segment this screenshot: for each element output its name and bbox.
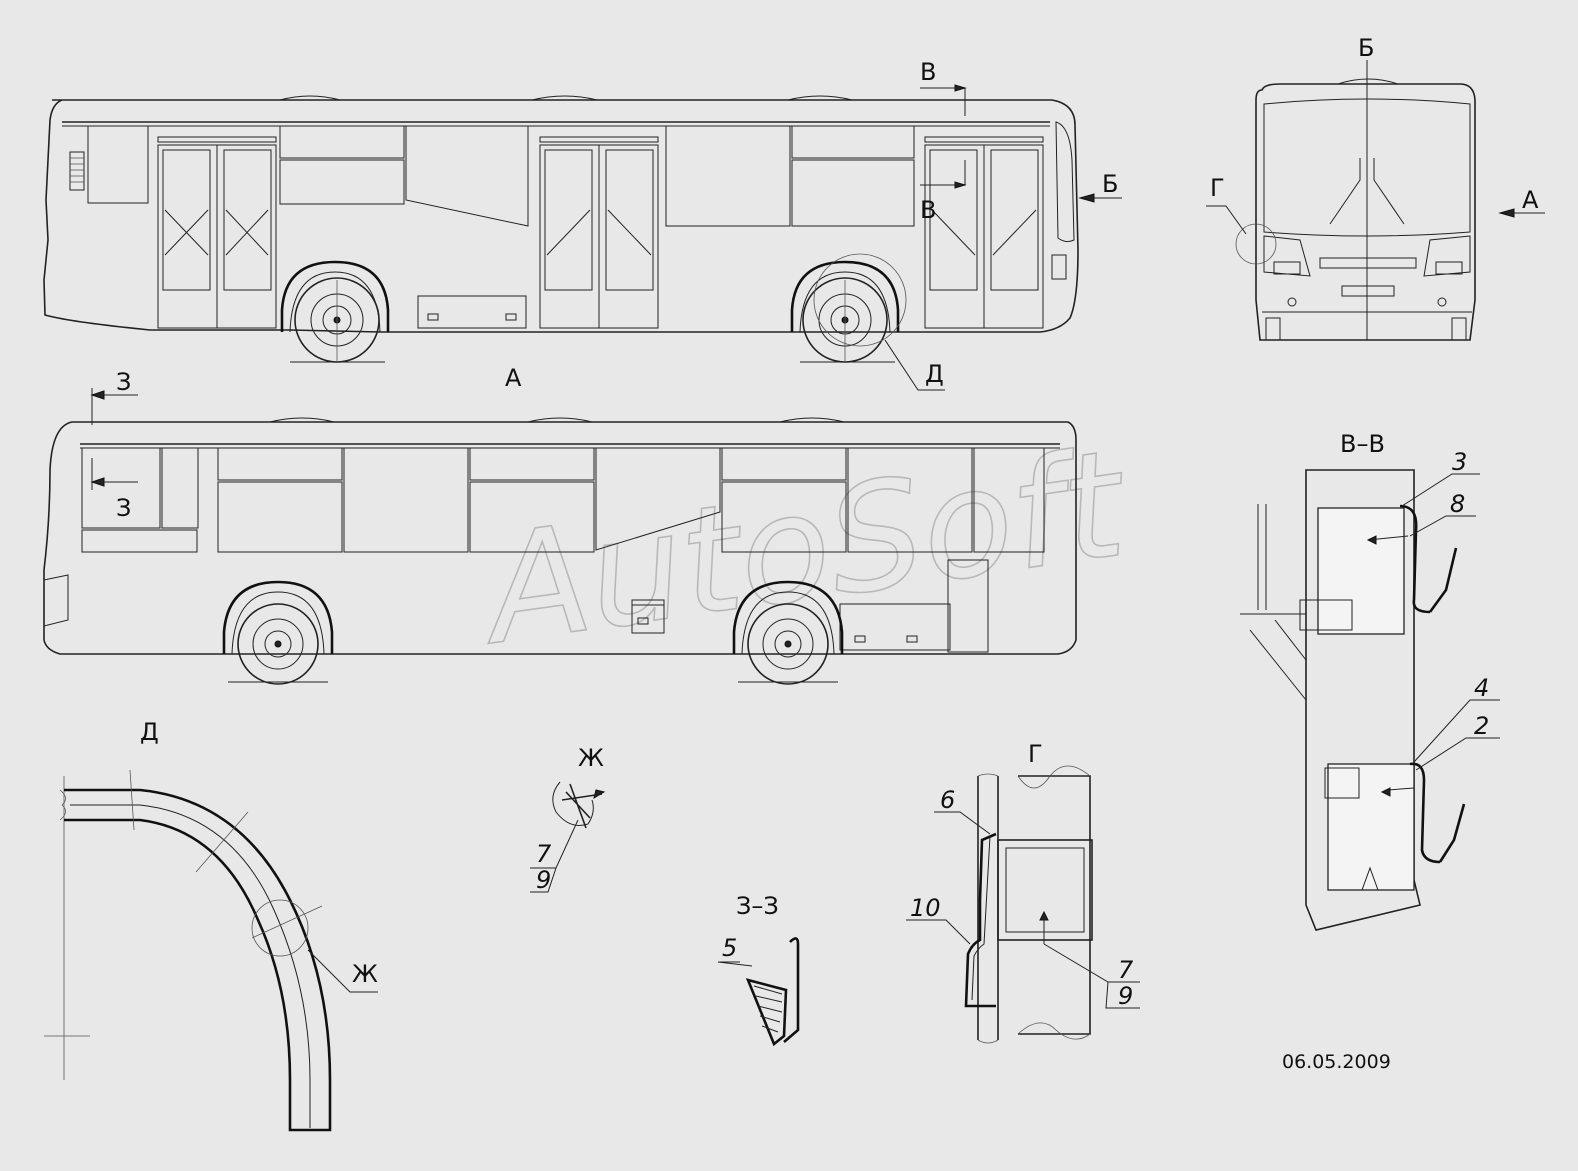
section-vv-title: В–В (1340, 430, 1385, 458)
callout-vv-4: 4 (1474, 674, 1489, 702)
callout-vv-2: 2 (1474, 712, 1489, 740)
detail-g-drawing (906, 765, 1140, 1044)
callout-z3-5: 5 (722, 934, 737, 962)
section-z-label-bottom: З (116, 494, 131, 522)
view-b-title: Б (1358, 34, 1374, 62)
callout-vv-3: 3 (1452, 448, 1467, 476)
detail-zh-drawing (530, 781, 606, 893)
callout-g-6: 6 (940, 786, 955, 814)
section-33-title: З–З (736, 892, 779, 920)
callout-zh-7: 7 (536, 840, 552, 868)
section-z-label-top: З (116, 368, 131, 396)
callout-g-10: 10 (910, 894, 941, 922)
view-b-arrow-label: Б (1102, 170, 1118, 198)
detail-d-marker: Д (925, 360, 944, 388)
detail-g-marker: Г (1210, 174, 1225, 202)
detail-g-title: Г (1028, 740, 1043, 768)
detail-zh-marker: Ж (352, 960, 378, 988)
detail-zh-title: Ж (578, 744, 604, 772)
callout-zh-9: 9 (536, 866, 551, 894)
callout-g-7: 7 (1118, 956, 1134, 984)
bus-front-view (1206, 60, 1545, 341)
watermark-text: AutoSoft (469, 417, 1138, 678)
section-v-label-top: В (920, 58, 936, 86)
bus-side-view-left (43, 388, 1077, 685)
section-vv-drawing (1240, 469, 1500, 931)
bus-side-view-right (43, 84, 1122, 391)
section-33-drawing (717, 937, 800, 1047)
detail-d-title: Д (140, 718, 159, 746)
view-a-arrow-label: А (1522, 186, 1539, 214)
callout-g-9: 9 (1118, 982, 1133, 1010)
section-v-label-bottom: В (920, 196, 936, 224)
callout-vv-8: 8 (1450, 490, 1465, 518)
detail-d-drawing (44, 769, 378, 1132)
drawing-date: 06.05.2009 (1282, 1051, 1391, 1073)
view-a-title: А (505, 364, 522, 392)
